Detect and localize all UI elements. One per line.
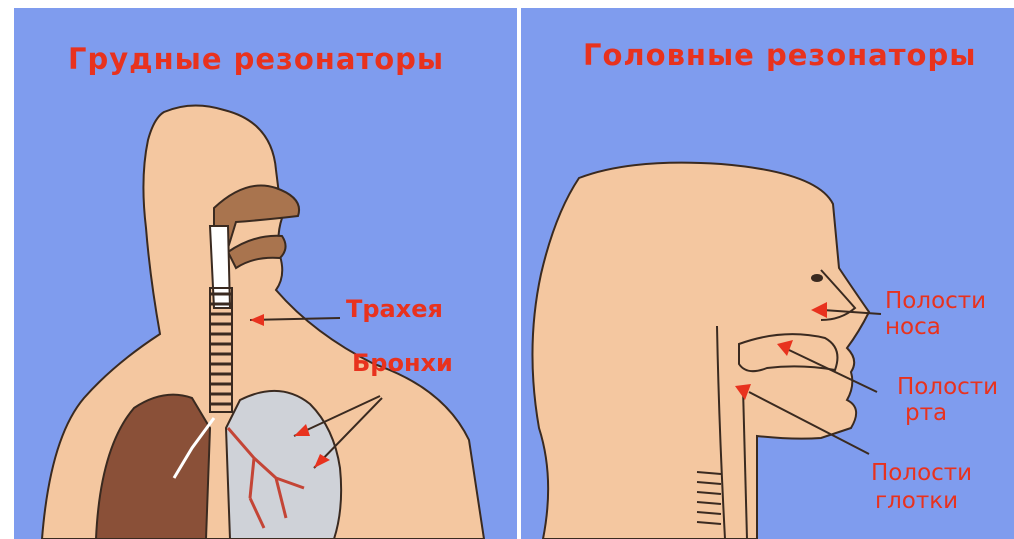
- chest-resonators-title: Грудные резонаторы: [68, 42, 444, 76]
- head-resonators-panel: Головные резонаторы Полости носа Полости…: [521, 8, 1014, 539]
- chest-resonators-panel: Грудные резонаторы Трахея Бронхи: [14, 8, 517, 539]
- pharynx-label-line1: Полости: [871, 460, 972, 486]
- nose-label-line2: носа: [885, 314, 941, 340]
- chest-anatomy-illustration: [14, 8, 517, 539]
- trachea-label: Трахея: [346, 296, 443, 322]
- mouth-label-line2: рта: [905, 400, 947, 426]
- mouth-label-line1: Полости: [897, 374, 998, 400]
- bronchi-label: Бронхи: [352, 350, 453, 376]
- throat-tube: [210, 226, 230, 308]
- nose-label-line1: Полости: [885, 288, 986, 314]
- pharynx-label-line2: глотки: [875, 488, 958, 514]
- eye: [811, 274, 823, 282]
- head-resonators-title: Головные резонаторы: [583, 38, 976, 72]
